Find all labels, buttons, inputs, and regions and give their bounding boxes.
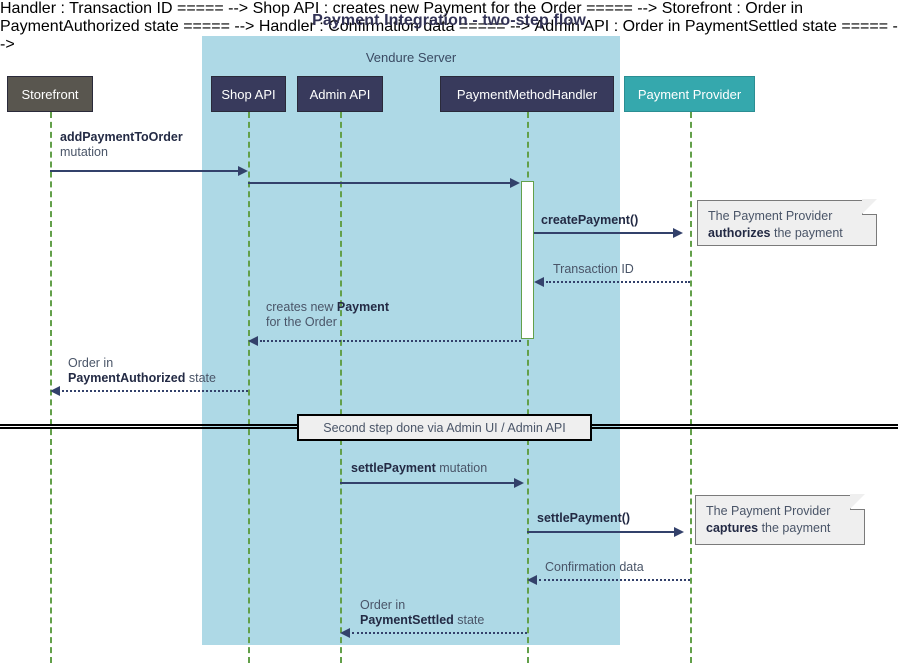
message-arrow-order-settled (352, 632, 527, 634)
message-arrow-settle-payment-mutation (340, 482, 515, 484)
message-label-creates-payment: creates new Payment for the Order (266, 300, 389, 330)
note-fold-icon-2 (850, 494, 865, 510)
message-arrow-add-payment-to-order (50, 170, 240, 172)
message-label-transaction-id: Transaction ID (553, 262, 634, 276)
note-authorize-line1: The Payment Provider (708, 209, 833, 223)
group-label-vendure-server: Vendure Server (365, 50, 457, 65)
message-arrow-settle-payment-call (527, 531, 675, 533)
message-arrow-confirmation-data (539, 579, 690, 581)
note-provider-authorizes: The Payment Provider authorizes the paym… (697, 199, 877, 246)
note-fold-icon (862, 199, 877, 215)
note-authorize-line2-rest: the payment (770, 226, 843, 240)
message-label-settle-payment-mutation-rest: mutation (435, 461, 488, 475)
message-label-order-authorized-line1: Order in (68, 356, 114, 370)
message-label-confirmation-data: Confirmation data (545, 560, 644, 574)
arrow-head-settle-payment-mutation (514, 478, 524, 488)
participant-shop-api[interactable]: Shop API (211, 76, 286, 112)
message-label-settle-payment-call: settlePayment() (537, 511, 630, 526)
arrow-head-create-payment (673, 228, 683, 238)
message-label-order-settled-bold: PaymentSettled (360, 613, 454, 627)
message-label-add-payment-to-order-rest: mutation (60, 145, 108, 159)
participant-payment-provider[interactable]: Payment Provider (624, 76, 755, 112)
note-capture-bold: captures (706, 521, 759, 535)
participant-storefront[interactable]: Storefront (7, 76, 93, 112)
lifeline-admin-api (340, 112, 342, 663)
lifeline-payment-provider (690, 112, 692, 663)
divider-label-box: Second step done via Admin UI / Admin AP… (297, 414, 592, 441)
note-provider-captures: The Payment Provider captures the paymen… (695, 494, 865, 545)
page-title: Payment Integration - two-step flow (312, 12, 586, 29)
message-label-creates-payment-bold: Payment (336, 300, 389, 314)
lifeline-shop-api (248, 112, 250, 663)
message-label-settle-payment-mutation-bold: settlePayment (351, 461, 436, 475)
message-label-order-authorized-bold: PaymentAuthorized (68, 371, 186, 385)
arrow-head-add-payment-to-order (238, 166, 248, 176)
message-label-order-settled: Order in PaymentSettled state (360, 598, 484, 628)
message-label-settle-payment-call-bold: settlePayment() (537, 511, 631, 525)
message-label-creates-payment-pre: creates new (266, 300, 337, 314)
message-label-create-payment: createPayment() (541, 213, 638, 228)
message-label-order-settled-line1: Order in (360, 598, 406, 612)
arrow-head-shop-api-to-handler (510, 178, 520, 188)
note-capture-line2-rest: the payment (758, 521, 831, 535)
arrow-head-transaction-id (534, 277, 544, 287)
message-label-order-authorized-rest: state (185, 371, 216, 385)
message-arrow-creates-payment (260, 340, 521, 342)
message-label-order-settled-rest: state (453, 613, 485, 627)
message-label-add-payment-to-order-bold: addPaymentToOrder (60, 130, 183, 144)
arrow-head-settle-payment-call (674, 527, 684, 537)
message-arrow-order-authorized (62, 390, 248, 392)
message-label-creates-payment-line2: for the Order (266, 315, 337, 329)
participant-payment-method-handler[interactable]: PaymentMethodHandler (440, 76, 614, 112)
message-arrow-create-payment (534, 232, 674, 234)
arrow-head-creates-payment (248, 336, 258, 346)
message-label-create-payment-bold: createPayment() (541, 213, 639, 227)
activation-bar-payment-method-handler (521, 181, 534, 339)
arrow-head-order-authorized (50, 386, 60, 396)
lifeline-payment-method-handler (527, 112, 529, 663)
message-label-order-authorized: Order in PaymentAuthorized state (68, 356, 216, 386)
participant-admin-api[interactable]: Admin API (297, 76, 383, 112)
message-arrow-transaction-id (546, 281, 690, 283)
note-authorize-bold: authorizes (708, 226, 771, 240)
arrow-head-order-settled (340, 628, 350, 638)
message-label-add-payment-to-order: addPaymentToOrder mutation (60, 130, 183, 160)
arrow-head-confirmation-data (527, 575, 537, 585)
message-arrow-shop-api-to-handler (248, 182, 511, 184)
note-capture-line1: The Payment Provider (706, 504, 831, 518)
message-label-settle-payment-mutation: settlePayment mutation (351, 461, 487, 476)
